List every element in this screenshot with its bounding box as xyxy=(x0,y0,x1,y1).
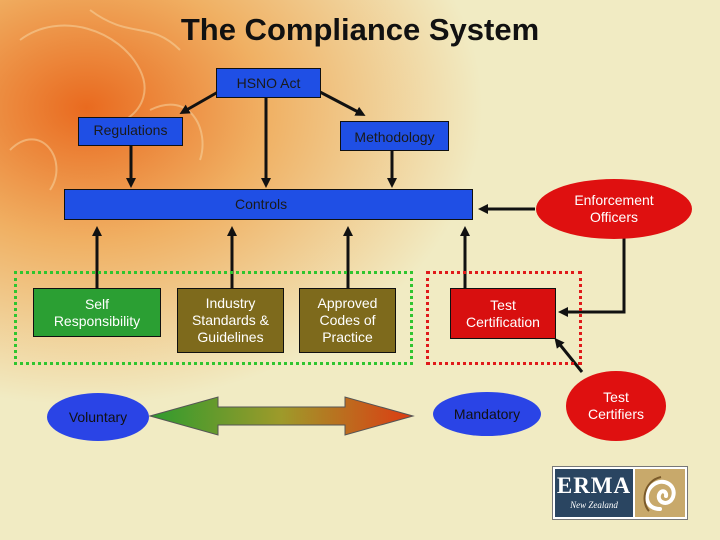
voluntary-group-outline xyxy=(14,271,413,365)
logo-left-panel xyxy=(555,469,633,517)
self-responsibility-box: Self Responsibility xyxy=(33,288,161,337)
industry-standards-box: Industry Standards & Guidelines xyxy=(177,288,284,353)
regulations-box: Regulations xyxy=(78,117,183,146)
logo-swirl-icon xyxy=(635,469,685,517)
hsno-to-regulations-arrow xyxy=(179,90,219,114)
mandatory-group-outline xyxy=(426,271,582,365)
enforcement-to-certification-arrow xyxy=(558,236,626,317)
erma-logo: ERMA New Zealand xyxy=(552,466,688,520)
hsno-to-methodology-arrow xyxy=(319,90,366,116)
logo-name: ERMA xyxy=(556,473,632,498)
voluntary-ellipse: Voluntary xyxy=(47,393,149,441)
voluntary-mandatory-arrow xyxy=(148,396,415,436)
logo-subtitle: New Zealand xyxy=(570,500,618,510)
certifiers-to-certification-arrow xyxy=(554,337,584,373)
enforcement-officers-ellipse: Enforcement Officers xyxy=(536,179,692,239)
methodology-box: Methodology xyxy=(340,121,449,151)
approved-codes-box: Approved Codes of Practice xyxy=(299,288,396,353)
test-certifiers-ellipse: Test Certifiers xyxy=(566,371,666,441)
test-certification-box: Test Certification xyxy=(450,288,556,339)
mandatory-ellipse: Mandatory xyxy=(433,392,541,436)
controls-box: Controls xyxy=(64,189,473,220)
hsno-act-box: HSNO Act xyxy=(216,68,321,98)
page-title: The Compliance System xyxy=(180,12,540,47)
